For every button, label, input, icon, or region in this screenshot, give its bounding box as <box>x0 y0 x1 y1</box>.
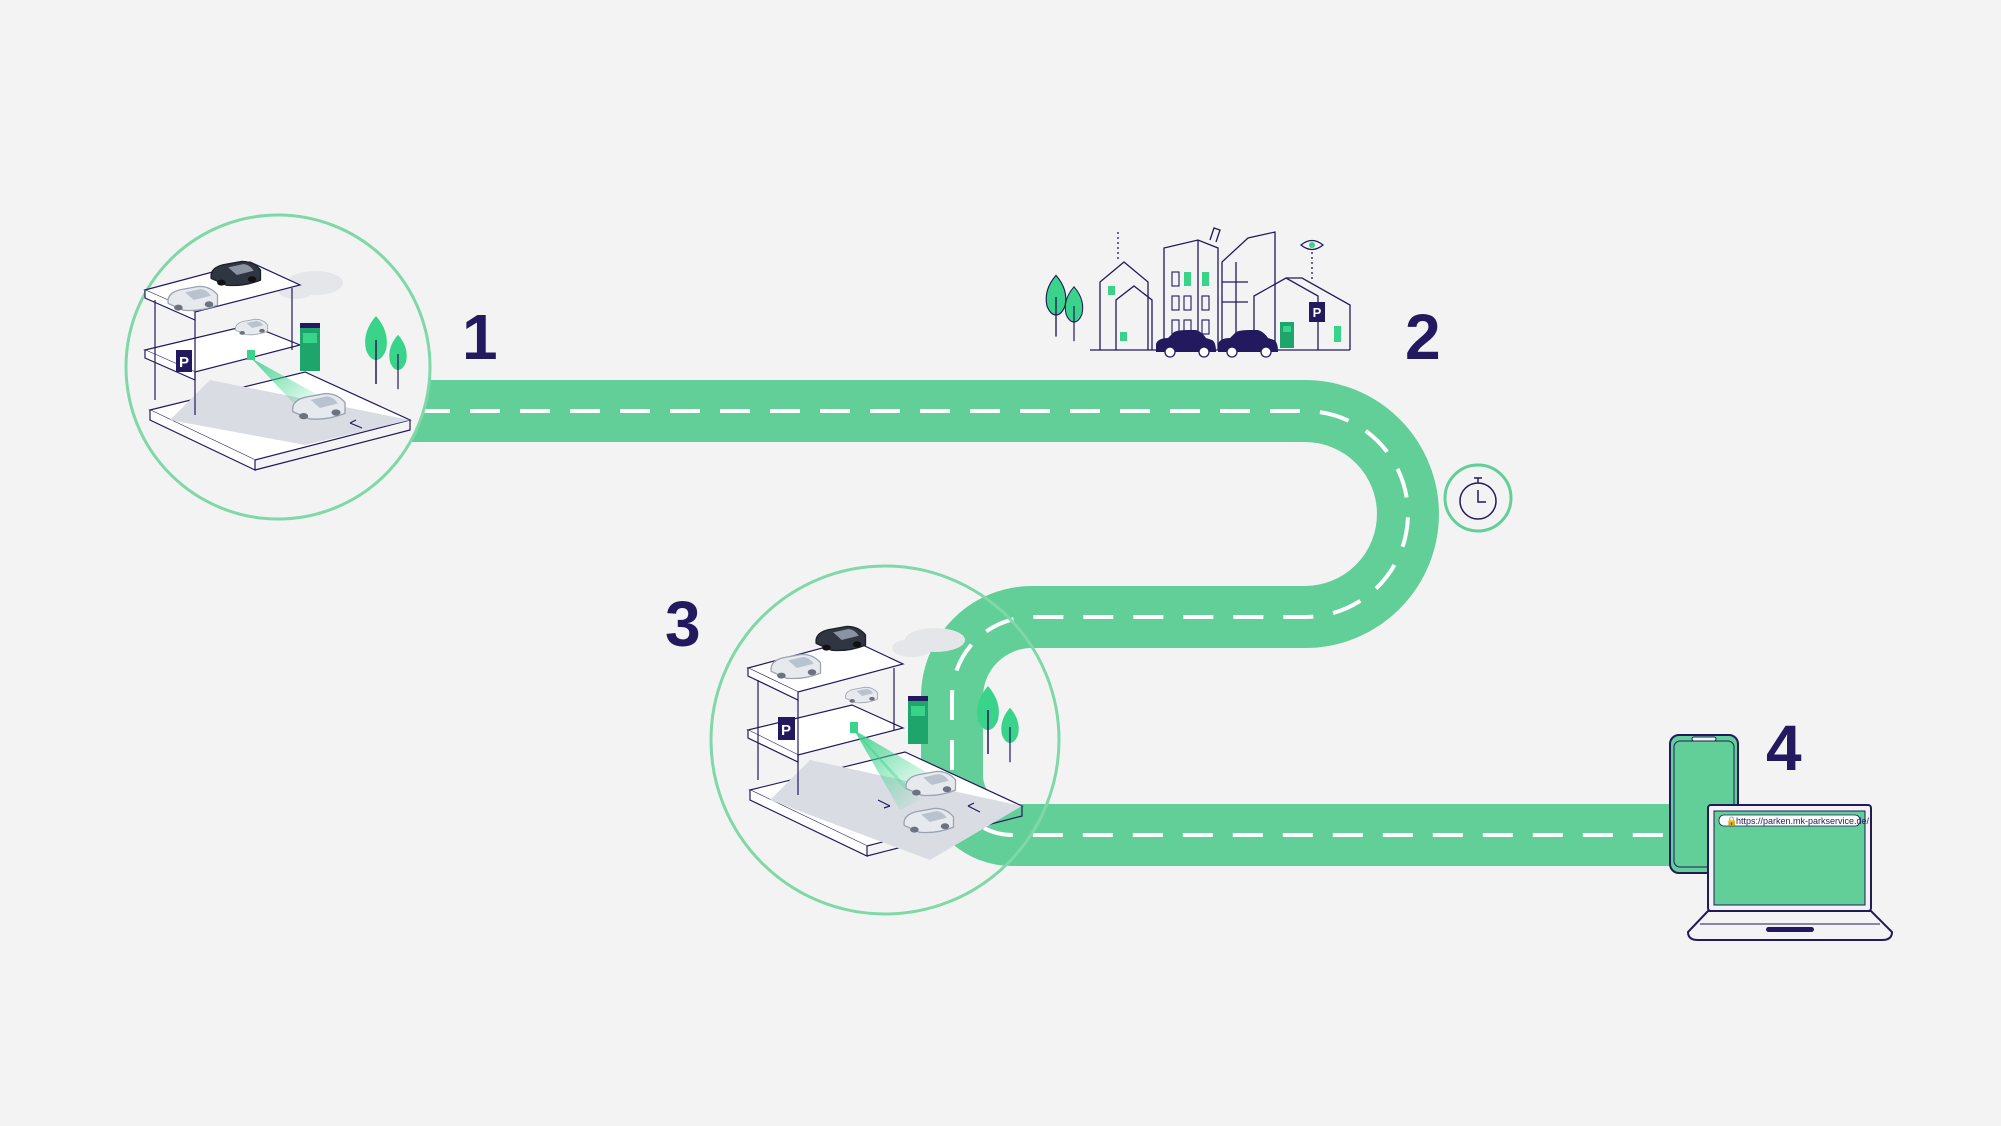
parking-sign-icon <box>176 350 192 372</box>
step-4-number: 4 <box>1766 712 1802 784</box>
garage-entry-scene: P <box>124 213 432 521</box>
laptop-url: https://parken.mk-parkservice.de/ <box>1736 816 1870 826</box>
camera-beam <box>854 730 920 810</box>
camera-icon <box>850 722 858 733</box>
ev-charger-icon <box>1280 322 1294 348</box>
tree-icon <box>1045 274 1067 338</box>
parking-sign-icon <box>778 717 795 740</box>
city-icon: P <box>1045 227 1351 358</box>
stopwatch-icon <box>1443 463 1513 533</box>
parking-sign-icon <box>1309 302 1325 322</box>
eye-icon <box>1299 239 1325 251</box>
step-3-number: 3 <box>665 588 701 660</box>
address-bar <box>1718 814 1861 827</box>
parking-garage-icon: P <box>143 260 412 471</box>
step-3-circle <box>709 564 1061 916</box>
tree-icon <box>1064 286 1084 342</box>
car-icon <box>1156 330 1216 358</box>
svg-text:P: P <box>1313 305 1322 320</box>
laptop-icon: 🔒 https://parken.mk-parkservice.de/ <box>1686 804 1894 941</box>
ticket-machine-icon <box>908 696 928 744</box>
car-icon <box>1218 330 1278 358</box>
lock-icon: 🔒 <box>1726 816 1737 826</box>
camera-icon <box>247 350 255 360</box>
step-1-number: 1 <box>462 301 498 373</box>
ticket-machine-icon <box>300 323 320 371</box>
garage-exit-scene: P <box>746 625 1024 860</box>
step-2-number: 2 <box>1405 301 1441 373</box>
parking-garage-icon: P <box>746 625 1024 860</box>
svg-text:P: P <box>179 354 189 371</box>
camera-beam <box>251 358 318 410</box>
svg-text:P: P <box>781 722 791 739</box>
